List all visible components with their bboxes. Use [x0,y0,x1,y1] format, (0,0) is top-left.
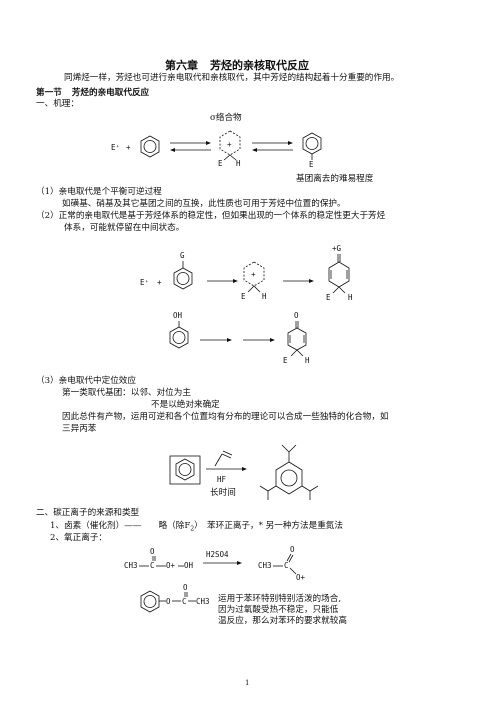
e-label-2: E [241,292,246,301]
section-name: 芳烃的亲电取代反应 [71,88,150,98]
o-label-2: O [290,545,295,554]
e-product-label: E [309,160,314,169]
e-substituent: E [218,159,223,168]
point-2-detail: 体系，可能就停留在中间状态。 [64,223,185,233]
source-1-text: 1、卤素（催化剂）—— 略（除F [50,521,191,531]
intro-text: 同烯烃一样，芳烃也可进行亲电取代和亲核取代，其中芳烃的结构起着十分重要的作用。 [64,73,400,83]
source-1-sub: 2 [190,525,195,533]
e-label-3: E [326,293,331,302]
page-number: 1 [245,679,250,687]
ester-c: C [182,597,187,606]
carbonyl-o: O [150,547,155,556]
reaction-arrow [207,279,238,283]
point-3-a: 第一类取代基团：以邻、对位为主 [62,388,191,398]
h-substituent: H [236,159,241,168]
g-plus-label: +G [332,244,342,253]
svg-text:+: + [227,140,232,149]
quinoid-intermediate: +G E H [326,244,353,302]
cyclohexadienone: O E H [283,311,310,365]
peracetic-acid: CH3 C O O+ OH [124,547,194,570]
point-3-c: 因此总件有产物，运用可逆和各个位置均有分布的理论可以合成一些独特的化合物，如 [62,412,389,422]
mechanism-heading: 一、机理： [36,99,79,109]
h-label-3: H [348,293,353,302]
source-1-end: ） 苯环正离子，* 另一种方法是重氮法 [194,521,343,531]
h-label-4: H [305,356,310,365]
sigma-complex-label: σ络合物 [210,113,242,123]
section-2-heading: 二、碳正离子的来源和类型 [36,508,140,518]
ch3-label-2: CH3 [258,561,272,570]
long-time-label: 长时间 [210,488,236,498]
sigma-complex-2: + E H [241,261,267,301]
c-label-2: C [284,561,289,570]
plus-sign-2: + [157,278,162,287]
electrophile-label-2: E⁺ [140,278,149,287]
section-number: 第一节 [36,88,62,98]
point-2: （2）正常的亲电取代是基于芳烃体系的稳定性，但如果出现的一个体系的稳定性更大于芳… [36,211,386,221]
source-1: 1、卤素（催化剂）—— 略（除F2） 苯环正离子，* 另一种方法是重氮法 [50,521,343,535]
o-plus-label-2: O+ [296,573,306,582]
propene-reagent [214,450,233,467]
phenyl-acetate: O C O CH3 [140,583,210,613]
equilibrium-arrow-2 [252,141,293,152]
g-label: G [180,251,185,260]
triisopropylbenzene [259,444,319,500]
h-label-2: H [262,292,267,301]
acylium-ion: CH3 C O O+ [258,545,306,582]
o-label: O [294,311,299,320]
sigma-complex: + E H [218,130,241,168]
ester-ch3: CH3 [196,597,210,606]
plus-sign: + [126,143,131,152]
note-line-3: 温反应，那么对苯环的要求就较高 [218,616,347,626]
benzene-box [169,455,201,485]
oh-label: OH [173,311,183,320]
hf-label: HF [217,475,227,484]
svg-text:+: + [251,270,256,279]
note-line-2: 因为过氧酸受热不稳定，只能低 [218,605,339,615]
benzene-ring [140,135,160,158]
reaction-arrow-3 [200,338,275,342]
source-2: 2、氧正离子： [50,533,108,543]
section-heading-1: 第一节芳烃的亲电取代反应 [36,86,149,98]
o-plus-label: O+ [166,561,176,570]
chapter-number: 第六章 [165,59,198,72]
point-3-b: 不是以绝对来确定 [151,400,220,410]
ester-o: O [166,597,171,606]
equilibrium-arrow [170,141,211,152]
point-1-detail: 如磺基、硝基及其它基团之间的互换，此性质也可用于芳烃中位置的保护。 [62,199,346,209]
e-label-4: E [283,356,288,365]
note-line-1: 运用于苯环特别特别活泼的场合, [218,594,342,604]
ch3-label: CH3 [124,561,138,570]
phenol: OH [169,311,189,349]
point-1: （1）亲电取代是个平衡可逆过程 [36,187,162,197]
leaving-group-caption: 基团离去的难易程度 [296,174,374,184]
point-3-d: 三异丙苯 [62,424,97,434]
reaction-arrow-4: HF [206,467,247,484]
reaction-arrow-5: H2SO4 [203,550,242,565]
substituted-benzene: E [302,132,322,169]
ester-carbonyl-o: O [183,583,188,592]
electrophile-label: E⁺ [111,143,120,152]
point-3: （3）亲电取代中定位效应 [36,376,136,386]
reaction-arrow-2 [283,279,314,283]
oh-tail-label: OH [184,561,194,570]
h2so4-label: H2SO4 [206,550,229,559]
chapter-name: 芳烃的亲核取代反应 [210,59,309,72]
chapter-title: 第六章芳烃的亲核取代反应 [165,57,309,73]
g-benzene: G [173,251,193,290]
c-label: C [150,561,155,570]
